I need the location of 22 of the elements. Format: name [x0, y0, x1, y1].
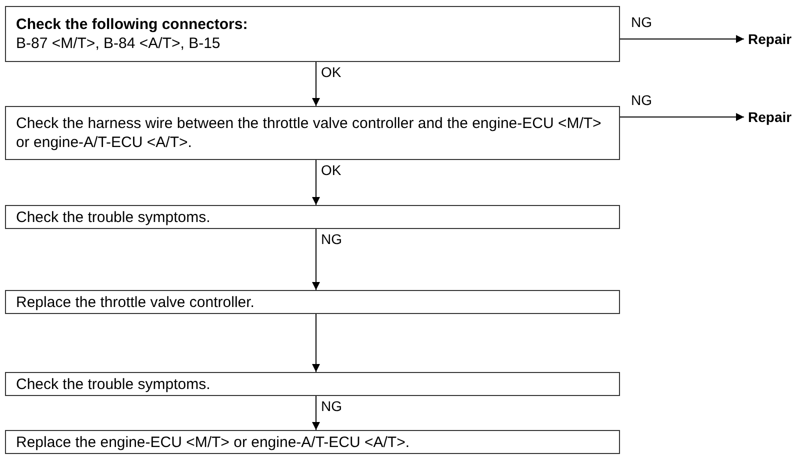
step-box: [5, 372, 620, 396]
arrow: [620, 35, 744, 43]
action-text: Repair: [748, 29, 792, 49]
arrow: [312, 62, 320, 106]
step-box: [5, 430, 620, 454]
step-text: Replace the engine-ECU <M/T> or engine-A/T-ECU <A/T>.: [16, 432, 411, 452]
arrow: [312, 160, 320, 206]
step-box: [5, 106, 620, 160]
step-text: Check the trouble symptoms.: [16, 374, 212, 394]
step-text: Check the trouble symptoms.: [16, 208, 212, 226]
arrow: [312, 396, 320, 430]
step-heading: Check the following connectors:: [16, 15, 249, 34]
arrow: [620, 113, 744, 121]
step-box: [5, 205, 620, 229]
step-box: [5, 290, 620, 314]
arrow: [312, 314, 320, 372]
step-text: Check the harness wire between the throttle valve controller and the engine-ECU <M/T> or engine-A/T-ECU <A/T>.: [16, 114, 602, 152]
step-box: [5, 6, 620, 62]
step-text: B-87 <M/T>, B-84 <A/T>, B-15: [16, 34, 222, 53]
step-text: Replace the throttle valve controller.: [16, 292, 256, 312]
arrow: [312, 228, 320, 290]
action-text: Repair: [748, 107, 792, 127]
